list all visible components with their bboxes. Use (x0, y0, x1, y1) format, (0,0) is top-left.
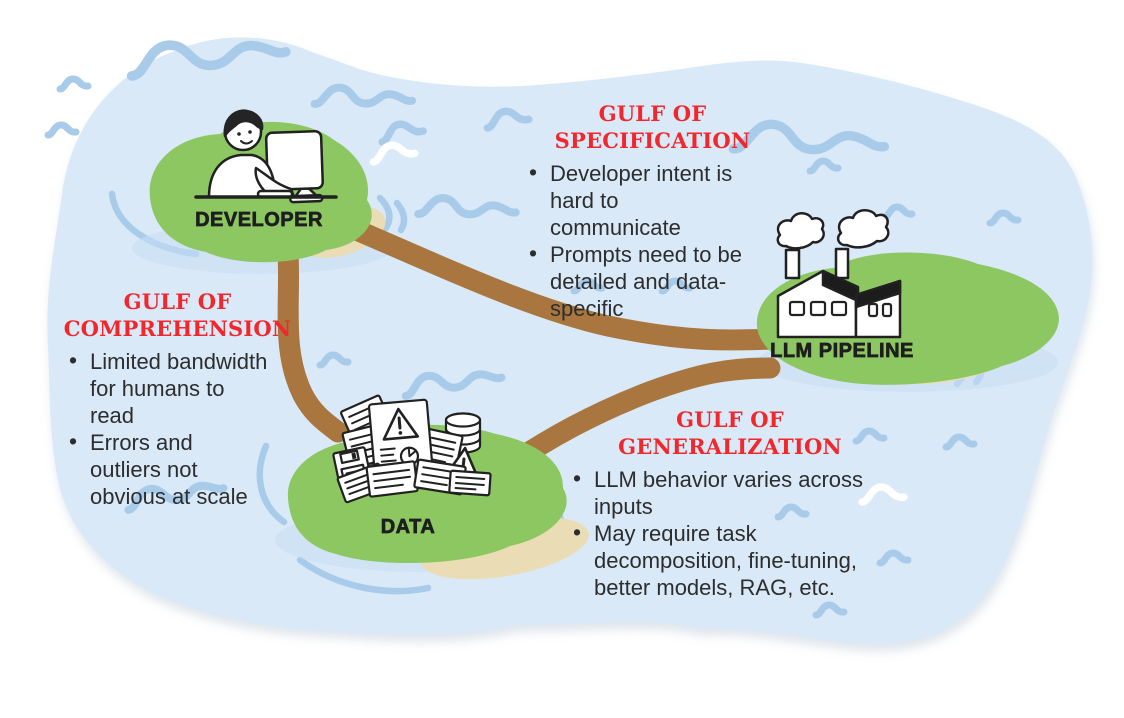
bridges (275, 207, 803, 485)
gulf-heading-line: SPECIFICATION (554, 128, 751, 153)
wave (812, 601, 848, 619)
wave (414, 194, 520, 219)
person-eye (248, 130, 252, 134)
wave (942, 433, 978, 451)
wave (310, 83, 417, 108)
island-label-llm-pipeline: LLM PIPELINE (770, 340, 914, 363)
gulf-heading-line: GULF OF (123, 289, 232, 314)
gulf-bullet-list: LLM behavior varies across inputs May re… (572, 465, 872, 601)
ripple (393, 199, 408, 234)
document (448, 469, 492, 497)
gulf-of-specification: GULF OF SPECIFICATION Developer intent i… (500, 100, 805, 322)
island-label-developer: DEVELOPER (195, 209, 323, 232)
gulf-heading-line: GENERALIZATION (618, 434, 842, 459)
chimney (784, 248, 801, 280)
factory-window (809, 300, 827, 317)
chimney (834, 247, 850, 280)
factory-window (788, 300, 806, 317)
gulf-heading-line: COMPREHENSION (63, 316, 292, 341)
wave (728, 119, 890, 155)
factory-window (881, 302, 893, 318)
gulf-heading-line: GULF OF (598, 101, 707, 126)
island-label-data: DATA (380, 516, 436, 539)
gulf-of-comprehension: GULF OF COMPREHENSION Limited bandwidth … (40, 288, 315, 510)
bridge-data-llm (485, 357, 781, 485)
person-eye (237, 132, 241, 136)
factory-window (830, 300, 848, 317)
wave (986, 209, 1022, 227)
gulf-bullet: LLM behavior varies across inputs (572, 465, 872, 520)
person-hair (223, 109, 264, 138)
gulf-bullet: Errors and outliers not obvious at scale (68, 428, 268, 510)
bridge-developer-llm (317, 207, 803, 351)
factory-roof-dark (854, 279, 902, 309)
smoke-cloud (836, 209, 890, 249)
gulf-bullet-list: Limited bandwidth for humans to read Err… (68, 347, 268, 510)
water-waves (44, 40, 1022, 619)
factory-window (867, 302, 879, 318)
gulf-bullet: May require task decomposition, fine-tun… (572, 519, 872, 601)
wave (483, 107, 533, 132)
wave (316, 351, 352, 369)
wave-white (369, 141, 419, 166)
wave (401, 370, 506, 400)
factory-icon (776, 209, 902, 339)
document (365, 460, 419, 498)
gulf-heading-line: GULF OF (676, 407, 784, 432)
gulf-heading: GULF OF GENERALIZATION (562, 406, 898, 460)
data-pile-icon (332, 394, 492, 504)
ripple (376, 194, 393, 232)
gulf-of-generalization: GULF OF GENERALIZATION LLM behavior vari… (562, 406, 898, 601)
wave (806, 157, 842, 175)
wave (876, 549, 912, 567)
wave (44, 121, 80, 139)
wave (852, 427, 888, 445)
gulf-bullet-list: Developer intent is hard to communicate … (528, 159, 743, 322)
ripple (296, 556, 432, 595)
wave (880, 203, 916, 221)
developer-at-computer-icon (194, 109, 338, 204)
smoke-cloud (776, 212, 825, 250)
wave (56, 75, 92, 93)
gulf-bullet: Prompts need to be detailed and data-spe… (528, 240, 743, 322)
gulf-heading: GULF OF COMPREHENSION (40, 288, 315, 342)
gulf-bullet: Limited bandwidth for humans to read (68, 347, 268, 429)
wave (126, 40, 291, 81)
bridge-developer-data (275, 223, 349, 443)
person-smile (240, 140, 253, 145)
gulf-bullet: Developer intent is hard to communicate (528, 159, 743, 241)
gulf-heading: GULF OF SPECIFICATION (500, 100, 805, 154)
monitor (264, 130, 324, 204)
wave (378, 120, 427, 146)
